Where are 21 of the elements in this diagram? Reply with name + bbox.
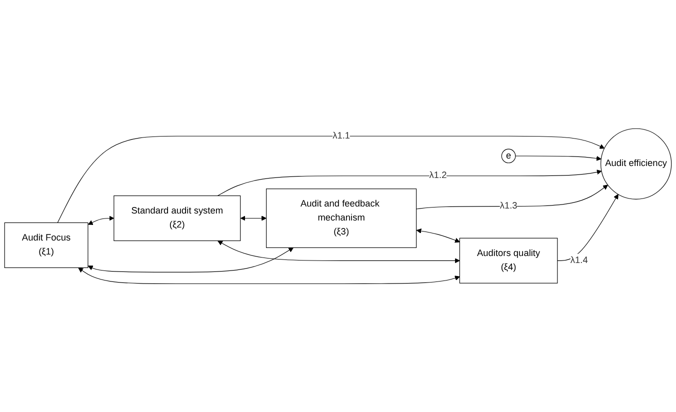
- edge-label: λ1.3: [500, 200, 518, 211]
- arrow: [416, 184, 608, 210]
- edge-label: λ1.4: [570, 255, 588, 266]
- arrow: [416, 228, 460, 243]
- arrow: [57, 136, 605, 223]
- node-box: Audit Focus (ξ1): [4, 222, 88, 268]
- node-box: Standard audit system (ξ2): [114, 195, 241, 241]
- node-circle: e: [501, 148, 516, 163]
- arrow: [88, 216, 114, 225]
- edge-label: λ1.2: [429, 170, 447, 180]
- node-circle: Audit efficiency: [600, 128, 672, 200]
- edge-label: λ1.1: [332, 130, 350, 141]
- arrow: [557, 194, 618, 261]
- node-box: Auditors quality (ξ4): [459, 238, 558, 284]
- arrow: [78, 267, 460, 284]
- arrow: [217, 169, 602, 196]
- arrow: [240, 216, 267, 221]
- node-box: Audit and feedback mechanism (ξ3): [266, 188, 417, 248]
- arrow: [515, 156, 602, 161]
- arrow: [218, 240, 460, 264]
- arrow: [88, 247, 294, 272]
